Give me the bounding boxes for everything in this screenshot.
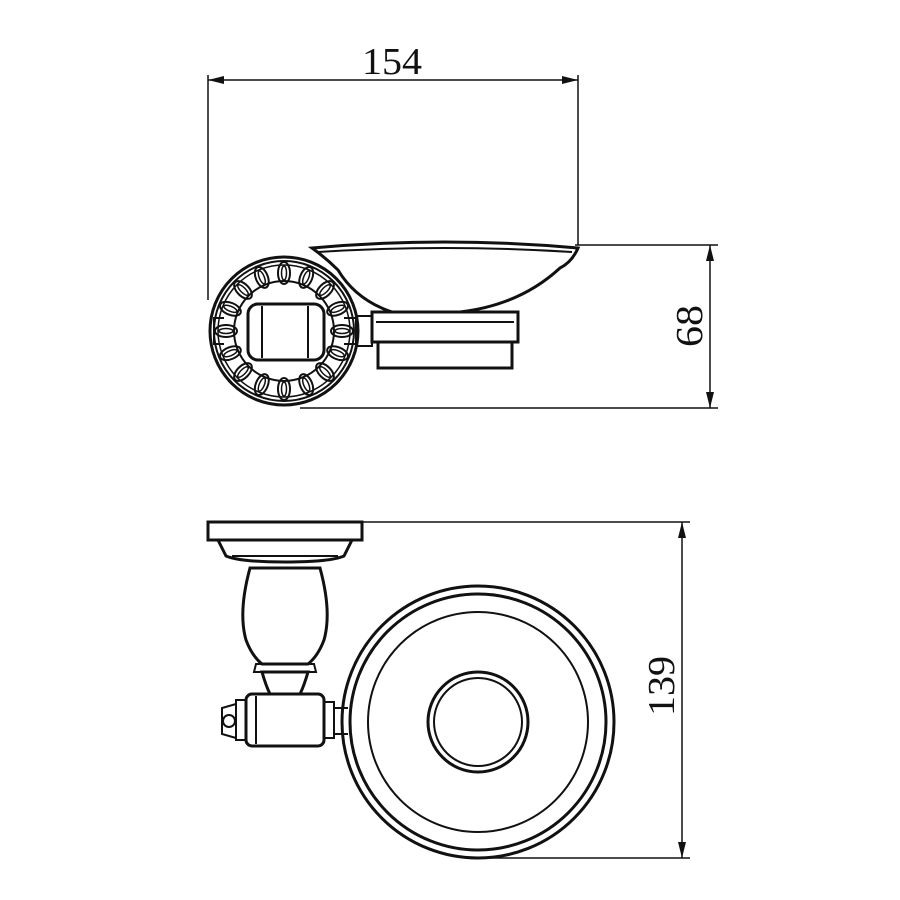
rosette-petal [330,324,354,338]
height-arrow-bottom [706,392,714,408]
rosette-petal [315,362,335,382]
width-arrow-right [562,76,578,84]
rosette-petal [218,345,242,362]
rosette-petal [218,300,242,317]
rosette-petal-inner [301,270,311,285]
rosette-petal-inner [257,377,267,392]
rosette-petal [277,377,291,401]
rosette-petal-inner [257,270,267,285]
side-view: 154 68 [207,41,718,409]
rosette-petal-inner [236,283,250,297]
depth-arrow-top [678,522,686,538]
width-dimension-label: 154 [362,41,422,83]
rosette-petal-inner [280,381,288,397]
rosette-petal-inner [330,304,345,314]
soap-dish-bowl [307,240,581,314]
depth-dimension-label: 139 [641,656,683,716]
rosette [208,255,360,407]
rosette-petal [277,261,291,285]
rosette-petal [298,265,315,289]
horizontal-arm [221,692,348,748]
rosette-petal-inner [318,283,332,297]
height-dimension-label: 68 [669,305,711,347]
rosette-petal-inner [236,365,250,379]
rosette-petal-inner [318,365,332,379]
rosette-petal [315,280,335,300]
height-arrow-top [706,245,714,261]
dish-holder [370,310,520,370]
rosette-petal [326,345,350,362]
arm-boss [213,302,373,362]
rosette-petals [214,261,354,401]
rosette-petal-inner [280,265,288,281]
rosette-petal [233,280,253,300]
rosette-petal-inner [223,348,238,358]
width-arrow-left [208,76,224,84]
rosette-petal [253,373,270,397]
rosette-petal-inner [218,327,234,335]
rosette-petal [253,265,270,289]
rosette-petal [233,362,253,382]
rosette-petal-inner [301,377,311,392]
top-view: 139 [206,520,690,860]
depth-arrow-bottom [678,842,686,858]
wall-plate [206,520,364,564]
rosette-petal-inner [223,304,238,314]
dish-top-view [340,584,616,860]
post [241,566,329,696]
rosette-petal-inner [334,327,350,335]
rosette-petal [326,300,350,317]
rosette-petal [298,373,315,397]
rosette-petal-inner [330,348,345,358]
